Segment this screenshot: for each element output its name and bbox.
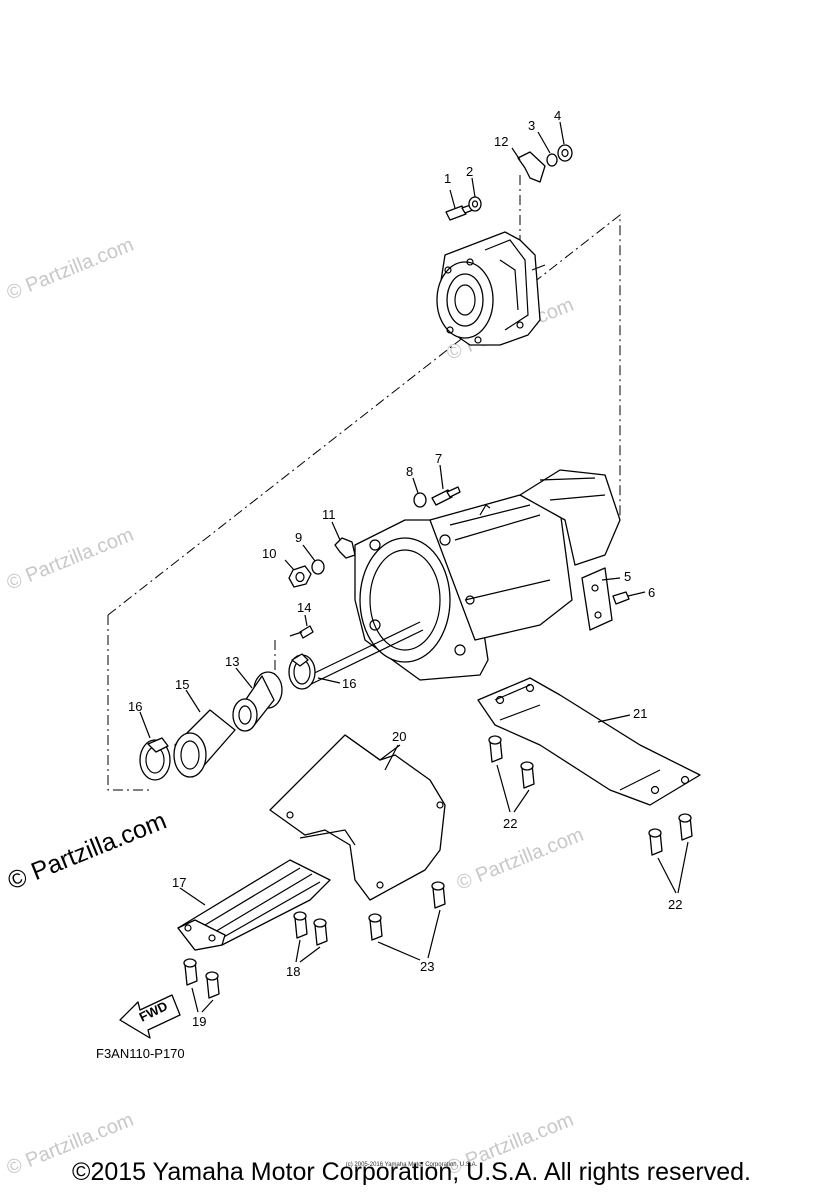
washer-part-9: [302, 544, 325, 575]
plate-part-21: [477, 677, 701, 806]
bolt-part-7: [431, 464, 461, 506]
callout-18: 18: [286, 964, 300, 979]
screws-part-18: [293, 911, 328, 963]
nut-part-4: [557, 121, 573, 162]
callout-14: 14: [297, 600, 311, 615]
callout-21: 21: [633, 706, 647, 721]
clamp-part-16-right: [288, 653, 341, 690]
callout-16-left: 16: [128, 699, 142, 714]
watermark-1: © Partzilla.com: [4, 234, 137, 305]
callout-8: 8: [406, 464, 413, 479]
sleeve-part-13: [232, 667, 283, 732]
bracket-part-12: [511, 147, 546, 240]
callout-6: 6: [648, 585, 655, 600]
jet-pump-housing: [299, 469, 621, 689]
watermark-4: © Partzilla.com: [454, 824, 587, 895]
clamp-part-16-left: [139, 711, 171, 781]
callout-22-lower: 22: [668, 897, 682, 912]
callout-11: 11: [322, 507, 336, 522]
callout-3: 3: [528, 118, 535, 133]
screws-part-23: [368, 881, 446, 961]
plate-part-5: [581, 567, 621, 631]
callout-1: 1: [444, 171, 451, 186]
bracket-part-11: [331, 521, 356, 559]
assembly-outline-dashed: [107, 213, 621, 791]
callout-9: 9: [295, 530, 302, 545]
footer-copyright: ©2015 Yamaha Motor Corporation, U.S.A. A…: [72, 1158, 751, 1186]
fwd-arrow: FWD: [119, 994, 181, 1039]
callout-5: 5: [624, 569, 631, 584]
callout-15: 15: [175, 677, 189, 692]
intake-grate-part-17: [177, 859, 331, 951]
callout-13: 13: [225, 654, 239, 669]
washer-part-3: [537, 131, 558, 167]
callout-labels: 1 2 3 4 12 7 8 11 9 10 5 6 14 13 16 15 1…: [128, 108, 682, 1029]
callout-23: 23: [420, 959, 434, 974]
callout-2: 2: [466, 164, 473, 179]
callout-17: 17: [172, 875, 186, 890]
tiny-copyright: (c) 2005-2016 Yamaha Motor Corporation, …: [345, 1162, 478, 1168]
watermark-2: © Partzilla.com: [4, 524, 137, 595]
callout-4: 4: [554, 108, 561, 123]
screws-part-22-lower: [648, 813, 693, 894]
callout-22-upper: 22: [503, 816, 517, 831]
hose-part-15: [173, 689, 236, 778]
plate-part-20: [269, 734, 446, 901]
screws-part-22-upper: [488, 735, 535, 813]
bolt-part-6: [612, 591, 646, 605]
watermark-large: © Partzilla.com: [4, 806, 171, 895]
callout-19: 19: [192, 1014, 206, 1029]
washer-part-2: [468, 177, 482, 212]
callout-12: 12: [494, 134, 508, 149]
upper-housing: [436, 231, 546, 346]
callout-16-right: 16: [342, 676, 356, 691]
callout-7: 7: [435, 451, 442, 466]
callout-20: 20: [392, 729, 406, 744]
callout-10: 10: [262, 546, 276, 561]
nut-part-10: [284, 559, 312, 588]
screws-part-19: [183, 958, 220, 1013]
diagram-code: F3AN110-P170: [96, 1046, 185, 1061]
washer-part-8: [412, 477, 427, 508]
